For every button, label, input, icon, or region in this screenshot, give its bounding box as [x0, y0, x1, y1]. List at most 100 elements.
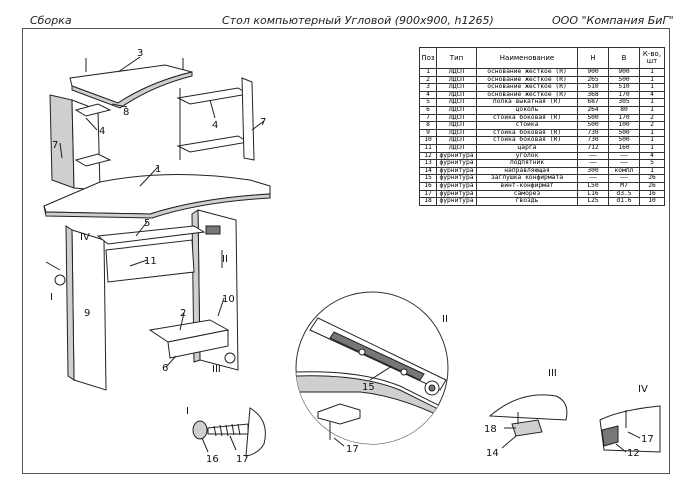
table-cell: 900	[608, 68, 640, 77]
table-cell: 500	[608, 75, 640, 85]
table-cell: ЛДСП	[436, 121, 477, 130]
assembly-label: Сборка	[30, 14, 72, 27]
angle-12	[601, 425, 619, 447]
part-plinth	[167, 329, 229, 359]
table-cell: d1.6	[608, 197, 640, 206]
table-cell: стойка боковая (R)	[476, 113, 578, 123]
table-cell: 18	[419, 197, 437, 206]
table-cell: 510	[577, 83, 609, 92]
company-name: ООО "Компания БиГ"	[552, 14, 674, 27]
col-b: B	[608, 47, 640, 69]
detail-ii-view	[296, 317, 448, 444]
table-cell: ЛДСП	[436, 68, 477, 77]
table-cell: фурнитура	[436, 181, 477, 191]
detail-iii-board	[488, 394, 568, 421]
callout-1: 1	[155, 164, 161, 175]
table-cell: основание жесткое (R)	[476, 75, 578, 85]
table-cell: 264	[577, 105, 609, 115]
table-cell: 5	[419, 98, 437, 107]
part-left-shelf	[74, 103, 112, 117]
table-cell: ——	[608, 151, 640, 161]
callout-3: 3	[137, 48, 143, 59]
table-cell: 13	[419, 159, 437, 168]
table-cell: 510	[608, 83, 640, 92]
table-cell: 26	[639, 174, 665, 183]
table-cell: саморез	[476, 189, 578, 199]
detail-mark-ii: II	[222, 254, 228, 265]
table-cell: 2	[639, 113, 665, 123]
col-pos: Поз	[419, 47, 437, 69]
table-cell: фурнитура	[436, 174, 477, 183]
table-cell: 1	[419, 68, 437, 77]
callout-9: 9	[84, 308, 90, 319]
table-cell: 16	[419, 181, 437, 191]
table-cell: фурнитура	[436, 189, 477, 199]
table-cell: 687	[577, 98, 609, 107]
callout-16: 17	[236, 454, 249, 465]
cap-15	[192, 420, 208, 440]
table-cell: фурнитура	[436, 166, 477, 176]
table-cell: 3	[419, 83, 437, 92]
detail-i-board	[245, 407, 266, 457]
table-cell: направляющая	[476, 166, 578, 176]
table-cell: M7	[608, 181, 640, 191]
table-cell: ——	[577, 174, 609, 183]
callout-14: 15	[362, 382, 375, 393]
callout-5: 5	[144, 218, 150, 229]
callout-15: 16	[206, 454, 219, 465]
table-cell: компл	[608, 166, 640, 176]
table-cell: 368	[577, 90, 609, 100]
col-qty: К-во, шт	[639, 47, 665, 69]
leader-lines	[59, 56, 265, 368]
callout-7-left: 7	[52, 140, 58, 151]
callout-17-b: 17	[641, 434, 654, 445]
detail-iv-label: IV	[638, 384, 648, 395]
table-cell: основание жесткое (R)	[476, 90, 578, 100]
table-cell: подпятник	[476, 159, 578, 168]
table-cell: L50	[577, 181, 609, 191]
table-cell: винт-конфирмат	[476, 181, 578, 191]
table-cell: 1	[639, 98, 665, 107]
callout-4-left: 4	[99, 126, 105, 137]
table-cell: 900	[577, 68, 609, 77]
part-right-shelf-2	[176, 135, 250, 153]
callout-18: 18	[484, 424, 497, 435]
table-cell: 1	[639, 105, 665, 115]
table-cell: 4	[419, 90, 437, 100]
detail-mark-iii: III	[212, 364, 221, 375]
col-type: Тип	[436, 47, 477, 69]
table-cell: 4	[639, 151, 665, 161]
table-cell: 500	[577, 113, 609, 123]
table-cell: 1	[639, 143, 665, 153]
detail-ii-label: II	[442, 314, 448, 325]
table-cell: 80	[608, 105, 640, 115]
part-keyboard-shelf	[96, 225, 206, 245]
table-cell: стойка	[476, 121, 578, 130]
callout-7-right: 7	[260, 117, 266, 128]
table-cell: фурнитура	[436, 159, 477, 168]
table-cell: 9	[419, 128, 437, 138]
table-cell: 26	[639, 181, 665, 191]
table-cell: ——	[577, 151, 609, 161]
table-cell: ЛДСП	[436, 105, 477, 115]
table-cell: 12	[419, 151, 437, 161]
table-cell: ЛДСП	[436, 128, 477, 138]
table-cell: 1	[639, 136, 665, 145]
table-cell: 10	[639, 197, 665, 206]
table-cell: ЛДСП	[436, 113, 477, 123]
part-desktop-edge	[43, 193, 271, 219]
table-cell: 14	[419, 166, 437, 176]
drawing-frame	[22, 28, 670, 474]
table-cell: 730	[577, 128, 609, 138]
